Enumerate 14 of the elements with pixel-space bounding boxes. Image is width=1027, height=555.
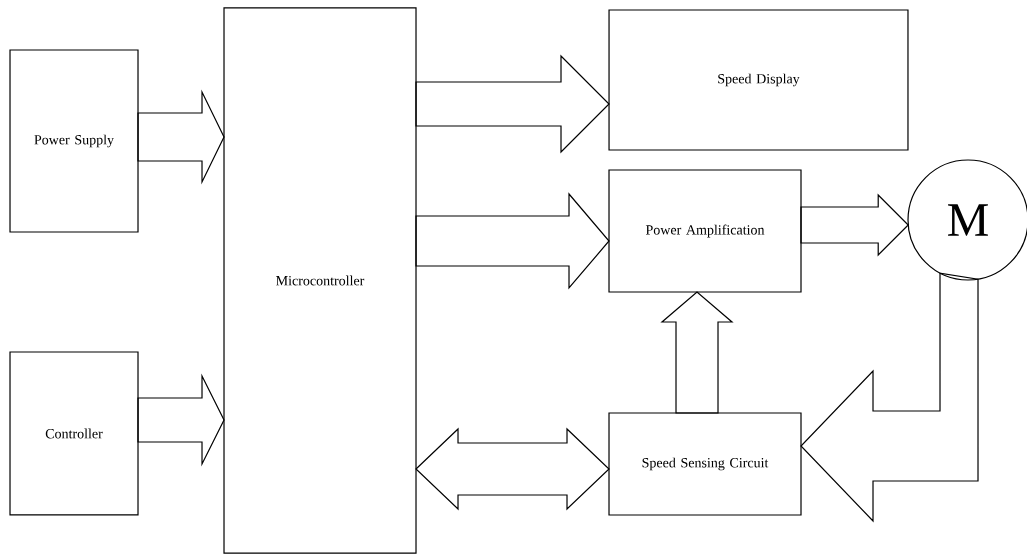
block-box: Microcontroller [223, 7, 417, 554]
block-arrow [800, 193, 910, 257]
block-box: Controller [9, 351, 139, 516]
block-arrow [800, 272, 979, 523]
block-box: Speed Display [608, 9, 909, 151]
block-arrow [137, 89, 225, 185]
block-arrow [660, 291, 734, 414]
block-arrow [415, 192, 610, 290]
block-arrow [137, 373, 225, 467]
block-arrow [415, 427, 610, 511]
block-arrow [415, 54, 610, 154]
block-box: Speed Sensing Circuit [608, 412, 802, 516]
block-box: Power Amplification [608, 169, 802, 293]
block-box: Power Supply [9, 49, 139, 233]
